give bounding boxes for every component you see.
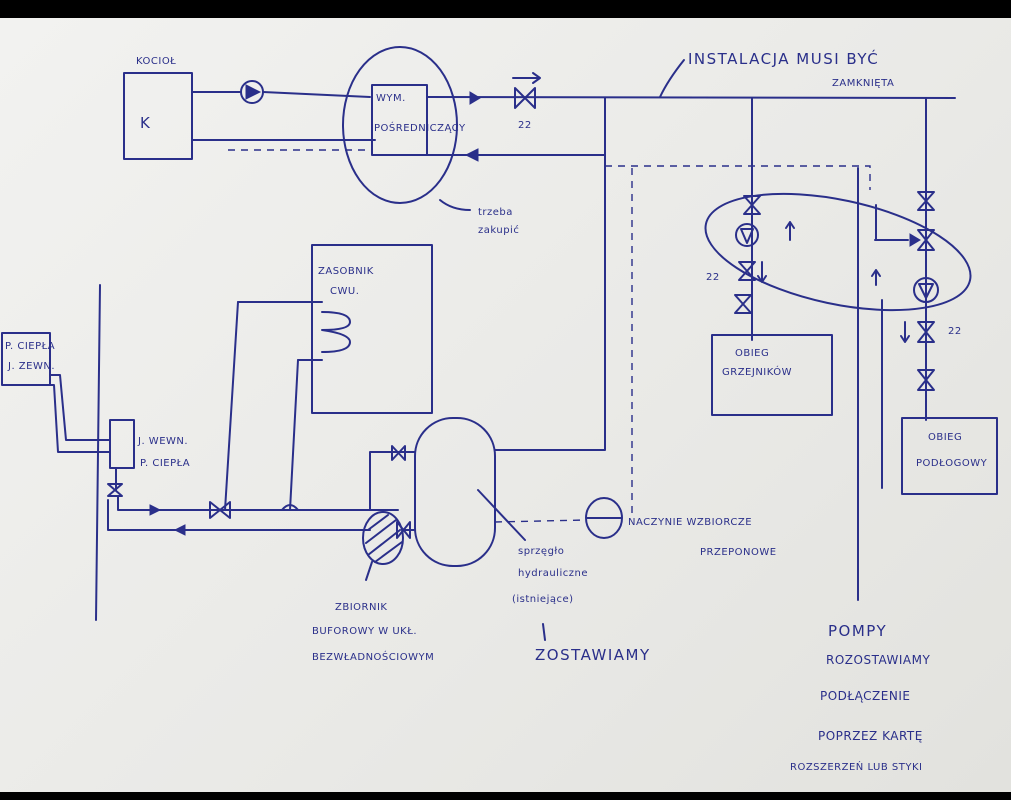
buy-note-2: zakupić [478,224,519,236]
refrigerant-line-1 [49,374,111,441]
clutch-label-2: hydrauliczne [518,568,588,579]
supply-arrow-icon [149,504,162,516]
svg-text:OBIEG: OBIEG [735,348,769,359]
buffer-tank [362,511,404,565]
clutch-inlet-valve-icon [391,445,406,461]
paper-sheet [0,18,1011,792]
hydraulic-clutch [414,417,496,567]
clutch-pointer [477,489,526,541]
building-wall-line [95,284,101,621]
radiator-circuit-box: OBIEG GRZEJNIKÓW [711,334,833,416]
clutch-supply-pipe [494,97,606,451]
valve-icon [514,87,536,109]
floor-return-arrow-icon [871,269,881,286]
heat-pump-return-pipe [107,499,371,531]
radiator-check-valve-icon [738,261,756,281]
expansion-vessel-label-1: NACZYNIE WZBIORCZE [628,517,752,528]
intermediary-exchanger: WYM. POŚREDNICZĄCY [371,84,466,156]
flow-arrow-icon [469,91,481,105]
svg-text:J. WEWN.: J. WEWN. [137,436,188,447]
indoor-valve-icon [107,483,123,497]
svg-text:K: K [140,114,151,132]
radiator-pump-icon [735,223,759,247]
radiator-valve-2-icon [734,294,752,314]
clutch-label-1: sprzęgło [518,546,564,557]
svg-text:P. CIEPŁA: P. CIEPŁA [5,341,55,352]
exchanger-highlight-ellipse [342,46,458,204]
pumps-note-5: ROZSZERZEŃ LUB STYKI [790,760,922,773]
boiler-label: KOCIOŁ [136,56,176,67]
valve-direction-arrow-icon [512,72,541,84]
dhw-supply-riser [224,301,239,511]
expansion-vessel-label-2: PRZEPONOWE [700,547,777,558]
clutch-label-pointer [542,623,546,641]
radiator-pump-arrow-icon [740,228,754,244]
keep-label: ZOSTAWIAMY [535,646,651,664]
svg-text:PODŁOGOWY: PODŁOGOWY [916,458,988,469]
svg-text:POŚREDNICZĄCY: POŚREDNICZĄCY [374,121,466,134]
floor-flow-arrow-icon [900,321,910,343]
svg-text:WYM.: WYM. [376,93,406,104]
mixer-arrow-icon [909,233,921,247]
note-pointer [659,59,685,98]
three-way-valve-icon [209,501,231,519]
svg-text:OBIEG: OBIEG [928,432,962,443]
heat-pump-supply-pipe [117,495,399,511]
refrigerant-line-2 [49,384,111,453]
closed-system-note-2: ZAMKNIĘTA [832,78,894,89]
radiator-flow-arrow-icon [757,261,767,283]
svg-text:GRZEJNIKÓW: GRZEJNIKÓW [722,365,792,378]
floor-pump-arrow-icon [918,283,934,299]
valve-number-right: 22 [948,326,962,337]
pipe-crossover [281,504,299,511]
heat-pump-outdoor-unit: P. CIEPŁA J. ZEWN. [1,332,55,386]
buffer-label-2: BUFOROWY W UKŁ. [312,626,417,637]
main-supply-pipe [426,96,956,99]
pump-icon [240,80,264,104]
radiator-return-arrow-icon [785,221,795,241]
clutch-label-3: (istniejące) [512,594,574,605]
buffer-label-3: BEZWŁADNOŚCIOWYM [312,650,434,663]
supply-pipe-1 [262,91,371,98]
svg-text:ZASOBNIK: ZASOBNIK [318,266,374,277]
pumps-note-3: PODŁĄCZENIE [820,689,910,703]
dhw-coil [321,311,351,353]
floor-valve-1-icon [917,191,935,211]
svg-text:CWU.: CWU. [330,286,359,297]
buy-note-1: trzeba [478,207,513,218]
expansion-vessel [585,497,623,539]
buffer-pointer [365,561,373,581]
floor-pump-icon [913,277,939,303]
valve-number-left: 22 [706,272,720,283]
svg-text:P. CIEPŁA: P. CIEPŁA [140,458,190,469]
buffer-label-1: ZBIORNIK [335,602,387,613]
pumps-note-1: POMPY [828,622,887,640]
floor-mixing-valve-icon [917,229,935,251]
floor-circuit-box: OBIEG PODŁOGOWY [901,417,998,495]
expansion-vessel-pipe [494,519,587,523]
pumps-note-2: ROZOSTAWIAMY [826,653,930,667]
closed-system-note-1: INSTALACJA MUSI BYĆ [688,49,879,68]
return-arrow-left-icon [173,524,186,536]
svg-text:J. ZEWN.: J. ZEWN. [7,361,55,372]
return-arrow-icon [464,148,479,162]
floor-check-valve-icon [917,321,935,343]
dhw-tank-box: ZASOBNIK CWU. [311,244,433,414]
buffer-valve-icon [396,521,411,539]
floor-valve-2-icon [917,369,935,391]
dhw-return-riser [289,359,299,511]
pumps-note-4: POPRZEZ KARTĘ [818,729,923,743]
boiler-box: K [123,72,193,160]
return-dashed-line [605,165,871,190]
pumps-highlight-ellipse [704,192,972,312]
exchanger-note-pointer [439,199,471,211]
heat-pump-indoor-unit: J. WEWN. P. CIEPŁA [109,419,190,469]
valve-number-top: 22 [518,120,532,131]
